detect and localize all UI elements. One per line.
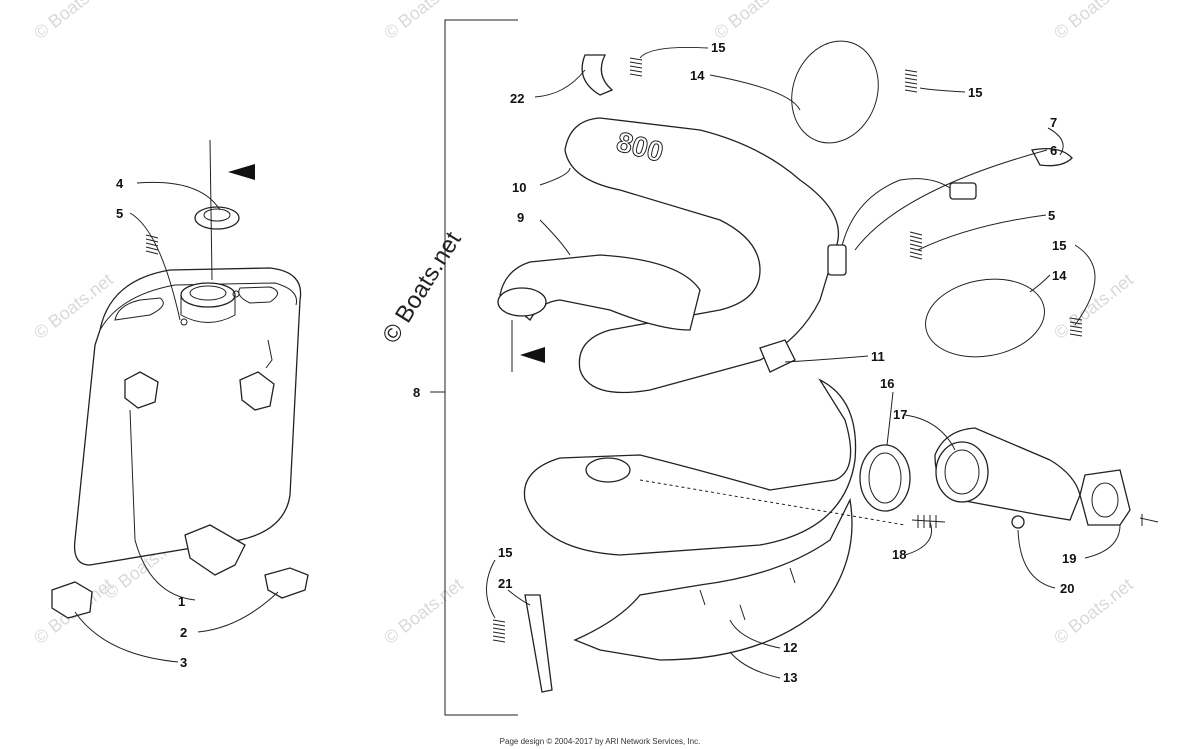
spring[interactable] (904, 69, 918, 93)
spring[interactable] (629, 57, 643, 77)
expansion-pipe-upper[interactable] (564, 117, 840, 394)
callout-14: 14 (690, 68, 705, 83)
exhaust-sensor[interactable] (827, 178, 977, 276)
retaining-band[interactable] (919, 270, 1050, 366)
heat-shield-plate[interactable] (524, 594, 553, 693)
manifold-assembly (859, 427, 1159, 529)
watermark: © Boats.net (710, 0, 797, 43)
retaining-clip[interactable] (581, 54, 614, 96)
spring[interactable] (145, 234, 159, 255)
callout-2: 2 (180, 625, 187, 640)
muffler-bracket[interactable] (239, 371, 275, 411)
callout-21: 21 (498, 576, 512, 591)
muffler-inlet[interactable] (180, 282, 236, 308)
muffler-lower-bracket[interactable] (184, 524, 246, 576)
heat-shield-pad[interactable] (759, 339, 796, 373)
brand-watermark: © Boats.net (377, 227, 467, 348)
callout-16: 16 (880, 376, 894, 391)
watermark: © Boats.net (30, 0, 117, 43)
group-bracket (430, 19, 518, 716)
callout-22: 22 (510, 91, 524, 106)
callout-15: 15 (498, 545, 512, 560)
spring[interactable] (909, 231, 923, 260)
manifold-seal[interactable] (859, 444, 911, 512)
grommet[interactable] (264, 567, 309, 599)
expansion-pipe-stinger[interactable] (499, 254, 701, 331)
muffler-assembly (51, 139, 309, 619)
callout-7: 7 (1050, 115, 1057, 130)
callout-5: 5 (116, 206, 123, 221)
seal-ring[interactable] (194, 206, 240, 230)
leader-lines (74, 46, 1121, 679)
clamp-ring[interactable] (1031, 147, 1073, 167)
callout-18: 18 (892, 547, 906, 562)
callout-15: 15 (711, 40, 725, 55)
spring[interactable] (911, 515, 946, 528)
expansion-pipe-lower[interactable] (523, 378, 857, 556)
page-footer: Page design © 2004-2017 by ARI Network S… (499, 737, 701, 746)
grommet[interactable] (51, 581, 93, 619)
callout-20: 20 (1060, 581, 1074, 596)
callout-13: 13 (783, 670, 797, 685)
callout-14: 14 (1052, 268, 1067, 283)
callout-9: 9 (517, 210, 524, 225)
stud[interactable] (1139, 514, 1159, 526)
callout-12: 12 (783, 640, 797, 655)
spring[interactable] (492, 619, 506, 643)
callout-8: 8 (413, 385, 420, 400)
callout-11: 11 (871, 349, 885, 364)
callout-10: 10 (512, 180, 526, 195)
callouts: 1 2 3 4 5 8 9 10 11 12 13 14 14 15 15 15… (116, 40, 1076, 685)
expansion-chamber: 800 (492, 29, 1083, 693)
callout-17: 17 (893, 407, 907, 422)
watermark: © Boats.net (1050, 0, 1137, 43)
callout-15: 15 (1052, 238, 1066, 253)
muffler-bracket[interactable] (124, 371, 159, 409)
callout-6: 6 (1050, 143, 1057, 158)
heat-shield[interactable] (573, 497, 853, 661)
callout-19: 19 (1062, 551, 1076, 566)
callout-15: 15 (968, 85, 982, 100)
watermark: © Boats.net (380, 574, 467, 648)
nut[interactable] (1011, 515, 1025, 529)
callout-5: 5 (1048, 208, 1055, 223)
callout-3: 3 (180, 655, 187, 670)
callout-1: 1 (178, 594, 185, 609)
muffler-body[interactable] (73, 267, 302, 566)
watermark: © Boats.net (380, 0, 467, 43)
retaining-band[interactable] (778, 29, 893, 155)
callout-4: 4 (116, 176, 124, 191)
